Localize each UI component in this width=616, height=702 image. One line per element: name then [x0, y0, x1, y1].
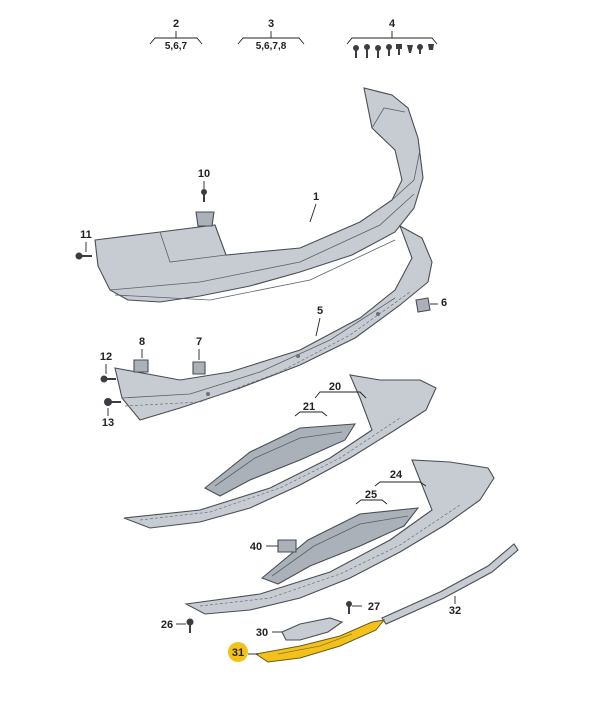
callout-1: 1	[313, 191, 319, 203]
part-24-lower-diffuser	[184, 459, 495, 615]
part-27-clip	[346, 601, 352, 614]
part-11-screw	[75, 252, 92, 260]
part-31-trim-highlighted	[254, 619, 386, 663]
kit-3: 3 5,6,7,8	[237, 18, 305, 52]
callout-5: 5	[317, 305, 323, 317]
part-13-screw	[104, 398, 121, 406]
callout-2: 2	[173, 18, 179, 30]
callout-13: 13	[102, 417, 114, 429]
callout-40: 40	[250, 541, 262, 553]
callout-7: 7	[196, 336, 202, 348]
callout-4: 4	[389, 18, 396, 30]
callout-32: 32	[449, 605, 461, 617]
callout-24: 24	[390, 469, 403, 481]
sublabel-3: 5,6,7,8	[256, 41, 287, 52]
part-30-reflector	[281, 617, 344, 641]
callout-20: 20	[329, 381, 341, 393]
callout-31-marker	[228, 642, 248, 662]
callout-26: 26	[161, 619, 173, 631]
kit-2: 2 5,6,7	[149, 18, 203, 52]
fastener-icons	[353, 44, 434, 58]
callout-30: 30	[256, 627, 268, 639]
callout-6: 6	[441, 297, 447, 309]
callout-12: 12	[100, 351, 112, 363]
part-40-bracket	[277, 539, 297, 553]
part-5-carrier	[114, 224, 433, 421]
callout-25: 25	[365, 489, 377, 501]
part-32-trim-strip	[381, 543, 519, 625]
sublabel-2: 5,6,7	[165, 41, 188, 52]
callout-27: 27	[368, 601, 380, 613]
part-1-bumper-cover	[94, 87, 424, 303]
part-7-bracket	[192, 361, 206, 375]
part-21-frame	[204, 423, 357, 497]
part-8-bracket	[133, 359, 149, 373]
part-25-frame	[260, 507, 420, 585]
part-12-screw	[100, 375, 116, 383]
part-6-clip	[415, 297, 431, 313]
callout-10: 10	[198, 168, 210, 180]
callout-21: 21	[303, 401, 315, 413]
part-26-screw	[186, 618, 194, 633]
part-20-diffuser	[123, 374, 437, 529]
kit-4: 4	[346, 18, 438, 58]
callout-8: 8	[139, 336, 145, 348]
part-10-clip	[195, 189, 215, 227]
callout-3: 3	[268, 18, 274, 30]
callout-31: 31	[232, 647, 244, 659]
callout-11: 11	[80, 229, 92, 241]
